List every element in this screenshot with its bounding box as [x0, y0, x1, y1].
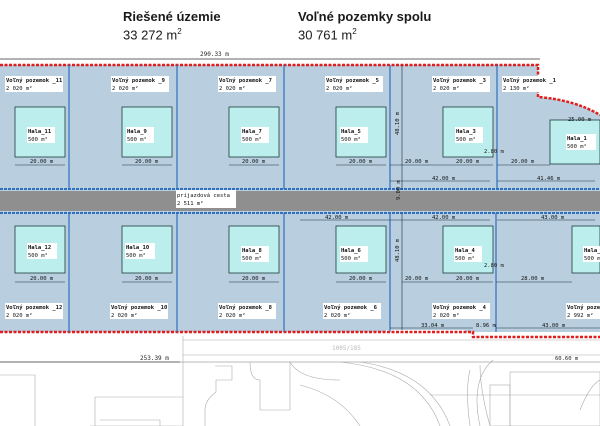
- hall-8-name: Hala_8: [242, 248, 262, 254]
- plot-5-area: 2 020 m²: [326, 85, 353, 92]
- hall-6-area: 500 m²: [341, 255, 361, 262]
- dim-2-80-top: 2.80 m: [484, 149, 505, 155]
- plot-4-name: Voľný pozemok _4: [433, 304, 487, 311]
- plot-7-name: Voľný pozemok _7: [219, 77, 272, 84]
- dim-hall-3-width: 20.00 m: [456, 159, 480, 165]
- hall-6-name: Hala_6: [341, 248, 362, 254]
- plot-8-area: 2 020 m²: [219, 312, 246, 319]
- boundary-bottom: [0, 330, 600, 339]
- dim-41-46: 41.46 m: [537, 176, 561, 182]
- plot-6-name: Voľný pozemok _6: [324, 304, 378, 311]
- plot-4-area: 2 020 m²: [433, 312, 460, 319]
- dim-road-width: 9.00 m: [396, 179, 402, 200]
- plot-5-name: Voľný pozemok _5: [326, 77, 379, 84]
- dim-plot-depth-bottom: 48.10 m: [395, 238, 401, 262]
- hall-7-area: 500 m²: [242, 136, 262, 143]
- hall-5-name: Hala_5: [341, 129, 361, 135]
- plot-12-name: Voľný pozemok _12: [6, 304, 62, 311]
- dim-gap-bottom: 20.00 m: [405, 276, 429, 282]
- plot-12-area: 2 020 m²: [6, 312, 33, 319]
- dim-33-04: 33.04 m: [421, 323, 445, 329]
- plot-11-name: Voľný pozemok _11: [6, 77, 63, 84]
- solved-area-summary: Riešené územie 33 272 m2: [123, 9, 221, 42]
- surroundings: [0, 336, 600, 426]
- dim-43-road: 43.00 m: [541, 215, 565, 221]
- hall-8-area: 500 m²: [242, 255, 262, 262]
- free-plots-summary: Voľné pozemky spolu 30 761 m2: [298, 9, 431, 42]
- free-plots-value: 30 761 m2: [298, 27, 357, 43]
- road-name: príjazdová cesta: [177, 192, 230, 199]
- dim-8-96: 8.96 m: [476, 323, 497, 329]
- hall-1-area: 500 m²: [567, 143, 587, 150]
- dim-hall-9-width: 20.00 m: [135, 159, 159, 165]
- hall-4-area: 500 m²: [455, 255, 475, 262]
- halls-bottom: [14, 225, 600, 274]
- plot-1-area: 2 130 m²: [503, 85, 530, 92]
- plot-2-area: 2 992 m²: [567, 312, 594, 319]
- hall-11-area: 500 m²: [28, 136, 48, 143]
- plot-8-name: Voľný pozemok _8: [219, 304, 272, 311]
- hall-11-name: Hala_11: [28, 129, 52, 135]
- hall-9-area: 500 m²: [127, 136, 147, 143]
- plot-2-name: Voľný pozemok _2: [567, 304, 600, 311]
- plot-11-area: 2 020 m²: [6, 85, 33, 92]
- hall-12-name: Hala_12: [28, 245, 51, 251]
- dim-43-bottom: 43.00 m: [542, 323, 566, 329]
- hall-2-name: Hala_2: [584, 248, 600, 254]
- plot-1-name: Voľný pozemok _1: [503, 77, 557, 84]
- plot-10-name: Voľný pozemok _10: [111, 304, 167, 311]
- plot-dividers: [68, 65, 498, 332]
- access-road: [0, 191, 600, 211]
- dim-hall-7-width: 20.00 m: [242, 159, 266, 165]
- plot-9-area: 2 020 m²: [112, 85, 139, 92]
- top-total-dim: 290.33 m: [200, 51, 229, 58]
- plot-9-name: Voľný pozemok _9: [112, 77, 165, 84]
- street-parcel-label: 1005/185: [332, 345, 361, 352]
- boundary-top: [0, 63, 600, 117]
- hall-3-area: 500 m²: [456, 136, 476, 143]
- hall-3-name: Hala_3: [456, 129, 476, 135]
- dim-42-left: 42.00 m: [325, 215, 349, 221]
- solved-area-value: 33 272 m2: [123, 27, 182, 43]
- dim-28: 28.00 m: [521, 276, 545, 282]
- dim-42-mid: 42.00 m: [432, 215, 456, 221]
- dim-2-80-bottom: 2.80 m: [484, 263, 505, 269]
- free-plots-title: Voľné pozemky spolu: [298, 9, 432, 24]
- dim-hall-10-width: 20.00 m: [135, 276, 159, 282]
- dim-hall-11-width: 20.00 m: [30, 159, 54, 165]
- dim-gap-width: 20.00 m: [405, 159, 429, 165]
- plot-7-area: 2 020 m²: [219, 85, 246, 92]
- dim-hall-5-width: 20.00 m: [349, 159, 373, 165]
- dim-hall-1-width: 25.00 m: [568, 117, 592, 123]
- hall-9-name: Hala_9: [127, 129, 147, 135]
- road-area: 2 511 m²: [177, 200, 204, 207]
- solved-area-title: Riešené územie: [123, 9, 221, 24]
- plot-3-name: Voľný pozemok _3: [433, 77, 486, 84]
- hall-1-name: Hala_1: [567, 136, 588, 142]
- hall-10-area: 500 m²: [126, 252, 146, 259]
- plot-3-area: 2 020 m²: [433, 85, 460, 92]
- dim-hall-6-width: 20.00 m: [349, 276, 373, 282]
- hall-4-name: Hala_4: [455, 248, 476, 254]
- plot-10-area: 2 020 m²: [111, 312, 138, 319]
- dim-gap-1-width: 20.00 m: [511, 159, 535, 165]
- dim-hall-8-width: 20.00 m: [242, 276, 266, 282]
- dim-hall-4-width: 20.00 m: [456, 276, 480, 282]
- plot-6-area: 2 020 m²: [324, 312, 351, 319]
- right-bottom-dim: 60.60 m: [555, 356, 579, 362]
- dim-hall-12-width: 20.00 m: [30, 276, 54, 282]
- hall-2-area: 500 m²: [584, 255, 600, 262]
- bottom-total-dim: 253.39 m: [140, 355, 169, 362]
- dim-42-top: 42.00 m: [432, 176, 456, 182]
- dim-plot-depth-top: 48.10 m: [395, 111, 401, 135]
- hall-5-area: 500 m²: [341, 136, 361, 143]
- hall-7-name: Hala_7: [242, 129, 262, 135]
- hall-10-name: Hala_10: [126, 245, 149, 251]
- hall-12-area: 500 m²: [28, 252, 48, 259]
